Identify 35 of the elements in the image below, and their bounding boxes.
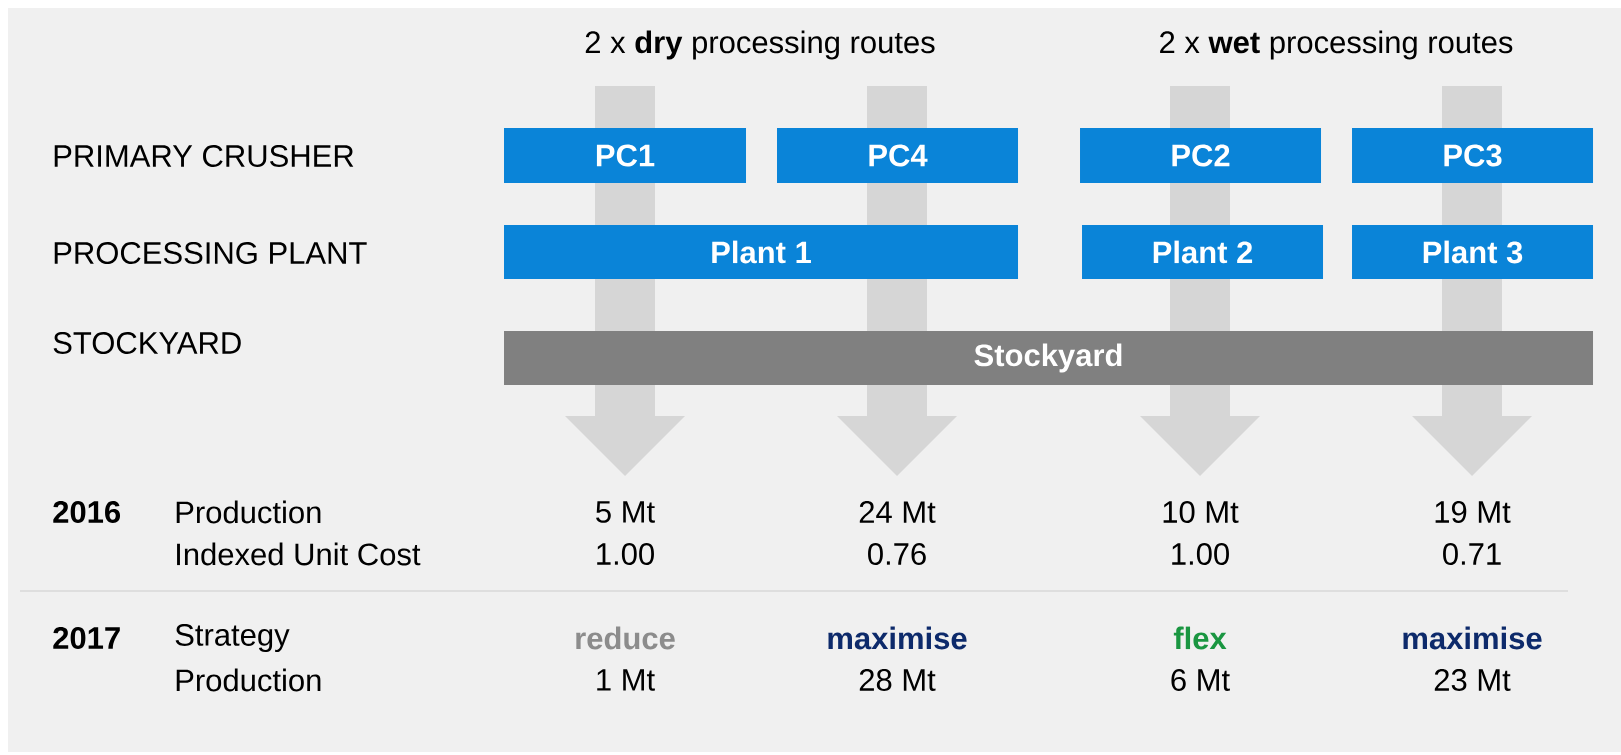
table-cell: 5 Mt [596, 501, 655, 523]
table-cell: 23 Mt [1434, 669, 1511, 691]
year-label: 2016 [53, 501, 121, 523]
column-heading: 2 x wet processing routes [1160, 30, 1513, 60]
table-cell: maximise [828, 626, 967, 650]
row-label: PRIMARY CRUSHER [54, 145, 354, 167]
crusher-box: PC1 [504, 128, 746, 183]
table-cell: 0.71 [1443, 543, 1501, 565]
table-cell: 1.00 [1172, 543, 1229, 565]
table-cell: 1.00 [597, 543, 654, 565]
column-heading: 2 x dry processing routes [585, 30, 935, 60]
table-cell: 24 Mt [859, 501, 936, 523]
table-cell: 28 Mt [859, 669, 936, 691]
table-cell: 10 Mt [1163, 501, 1239, 523]
row-label: Indexed Unit Cost [177, 542, 421, 566]
stockyard-bar: Stockyard [504, 331, 1593, 385]
table-cell: 6 Mt [1171, 669, 1230, 691]
row-label: Strategy [175, 623, 290, 653]
crusher-box: Plant 3 [1352, 225, 1593, 279]
crusher-box: Plant 2 [1082, 225, 1323, 279]
crusher-box: PC3 [1352, 128, 1593, 183]
row-label: Production [176, 500, 321, 524]
crusher-box: PC2 [1080, 128, 1321, 183]
table-cell: maximise [1403, 626, 1542, 650]
table-cell: 1 Mt [597, 669, 655, 691]
row-label: STOCKYARD [53, 332, 241, 354]
table-cell: 0.76 [868, 543, 926, 565]
year-label: 2017 [53, 627, 120, 649]
table-cell: reduce [576, 626, 675, 650]
table-cell: 19 Mt [1435, 501, 1511, 523]
row-label: PROCESSING PLANT [54, 242, 367, 264]
row-label: Production [176, 668, 321, 692]
table-cell: flex [1173, 626, 1227, 650]
crusher-box: PC4 [777, 128, 1018, 183]
crusher-box: Plant 1 [504, 225, 1018, 279]
